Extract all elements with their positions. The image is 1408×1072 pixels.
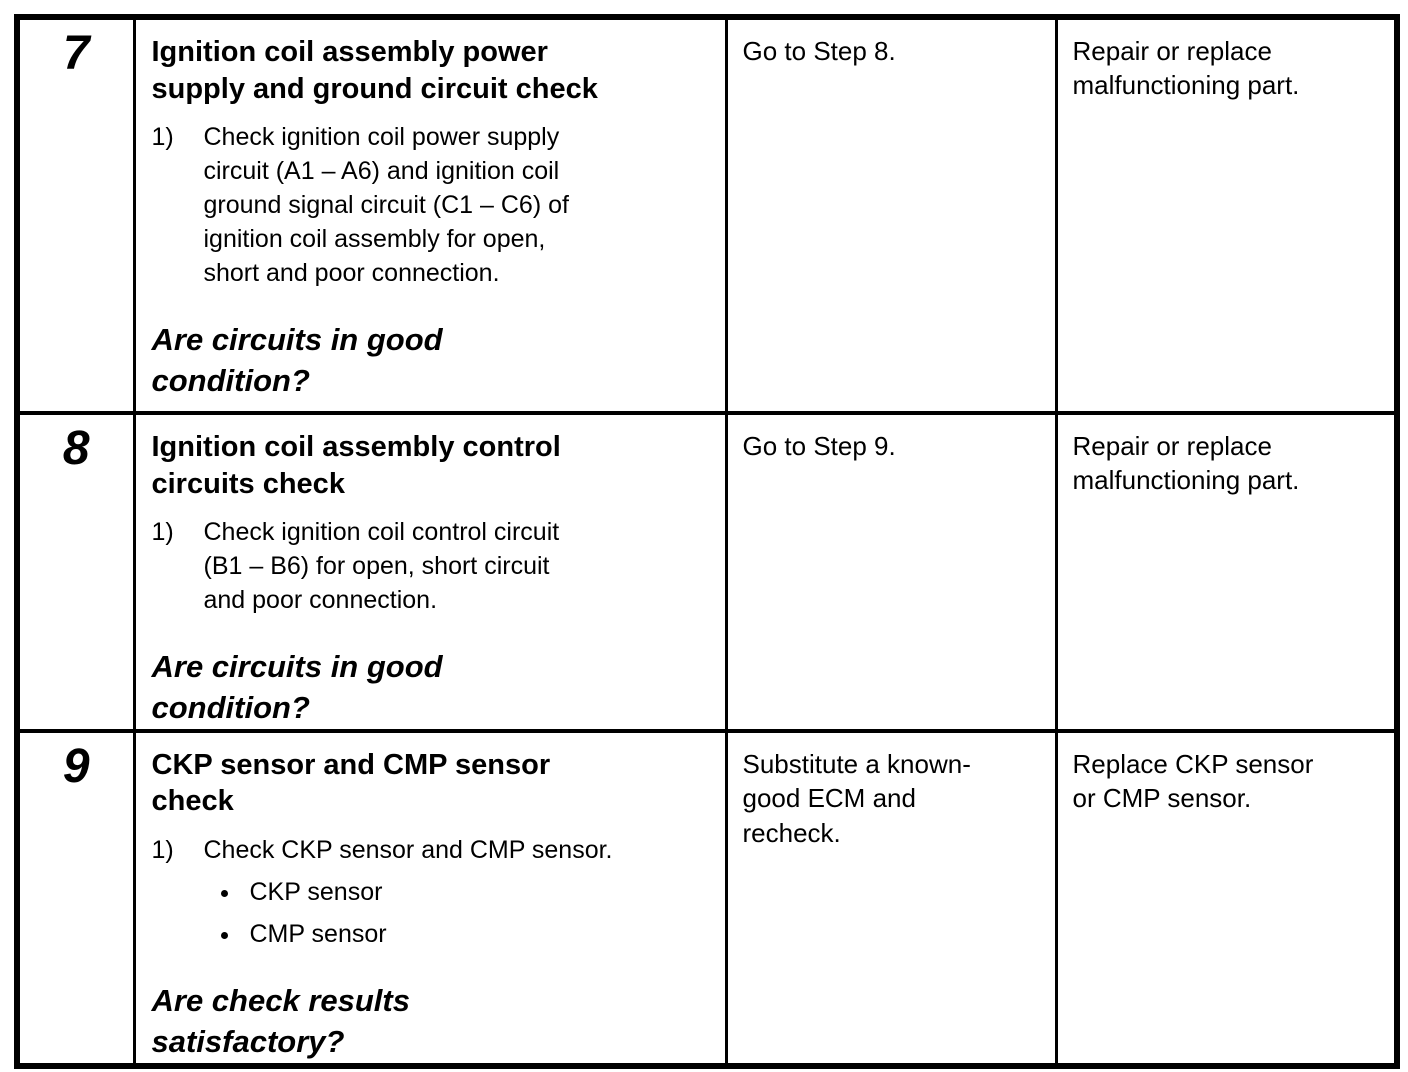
table-row-step-7: 7 Ignition coil assembly power supply an…: [15, 15, 1399, 415]
no-outcome-text: Repair or replace malfunctioning part.: [1072, 431, 1300, 496]
yes-outcome-text: Go to Step 8.: [742, 36, 896, 66]
action-list-item: 1) Check ignition coil control circuit (…: [152, 515, 711, 617]
list-item-number: 1): [151, 835, 174, 864]
step-number: 7: [15, 15, 136, 415]
no-outcome-cell: Replace CKP sensor or CMP sensor.: [1054, 728, 1399, 1068]
action-cell: CKP sensor and CMP sensor check 1) Check…: [132, 728, 728, 1068]
action-question: Are check results satisfactory?: [151, 982, 410, 1059]
action-title: CKP sensor and CMP sensor check: [151, 748, 551, 818]
table-row-step-9: 9 CKP sensor and CMP sensor check 1) Che…: [15, 728, 1399, 1068]
yes-outcome-cell: Substitute a known- good ECM and recheck…: [724, 728, 1058, 1068]
list-item-number: 1): [151, 123, 174, 152]
sensor-bullet-list: CKP sensor CMP sensor: [212, 875, 711, 951]
bullet-item: CKP sensor: [242, 875, 711, 909]
no-outcome-text: Repair or replace malfunctioning part.: [1072, 36, 1300, 101]
yes-outcome-cell: Go to Step 8.: [724, 15, 1058, 415]
action-list-item: 1) Check CKP sensor and CMP sensor.: [152, 833, 711, 867]
action-list-item: 1) Check ignition coil power supply circ…: [152, 120, 711, 290]
step-number: 8: [15, 411, 136, 733]
no-outcome-cell: Repair or replace malfunctioning part.: [1054, 15, 1399, 415]
list-item-text: Check ignition coil control circuit (B1 …: [203, 518, 560, 615]
no-outcome-cell: Repair or replace malfunctioning part.: [1054, 411, 1399, 733]
yes-outcome-text: Go to Step 9.: [742, 431, 896, 461]
list-item-text: Check CKP sensor and CMP sensor.: [203, 835, 613, 864]
action-cell: Ignition coil assembly power supply and …: [132, 15, 728, 415]
yes-outcome-cell: Go to Step 9.: [724, 411, 1058, 733]
diagnostic-steps-table: 7 Ignition coil assembly power supply an…: [14, 14, 1400, 1069]
action-cell: Ignition coil assembly control circuits …: [132, 411, 728, 733]
action-question: Are circuits in good condition?: [151, 322, 443, 398]
list-item-number: 1): [151, 518, 174, 547]
action-question: Are circuits in good condition?: [151, 649, 443, 725]
list-item-text: Check ignition coil power supply circuit…: [203, 123, 569, 288]
table-row-step-8: 8 Ignition coil assembly control circuit…: [15, 411, 1399, 733]
no-outcome-text: Replace CKP sensor or CMP sensor.: [1072, 748, 1314, 814]
yes-outcome-text: Substitute a known- good ECM and recheck…: [742, 748, 971, 848]
step-number: 9: [15, 728, 136, 1068]
bullet-item: CMP sensor: [242, 917, 711, 951]
action-title: Ignition coil assembly control circuits …: [151, 431, 561, 500]
action-title: Ignition coil assembly power supply and …: [151, 36, 598, 105]
